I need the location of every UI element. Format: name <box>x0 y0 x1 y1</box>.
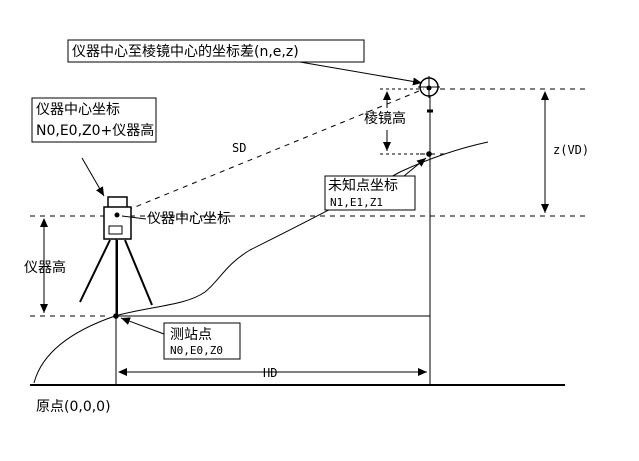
unknown-point-title: 未知点坐标 <box>328 177 398 194</box>
station-title: 测站点 <box>170 327 212 343</box>
zvd-label: z(VD) <box>553 143 589 157</box>
station-pointer <box>120 317 165 335</box>
unknown-point-marker <box>426 151 432 157</box>
instrument-coord-title: 仪器中心坐标 <box>36 102 120 118</box>
total-station-instrument <box>103 196 132 240</box>
title-box <box>67 39 365 63</box>
terrain-curve <box>33 141 489 384</box>
unknown-point-value: N1,E1,Z1 <box>330 196 383 209</box>
instrument-center-pointer <box>121 215 147 220</box>
hd-label: HD <box>263 366 277 380</box>
station-box <box>163 322 241 360</box>
title-pointer <box>299 61 423 86</box>
unknown-point-box <box>324 175 416 211</box>
instrument-coord-value: N0,E0,Z0+仪器高 <box>36 122 154 139</box>
origin-label: 原点(0,0,0) <box>36 399 111 415</box>
sd-label: SD <box>232 141 246 155</box>
prism-target <box>418 76 440 113</box>
instrument-center-label: 仪器中心坐标 <box>147 211 231 227</box>
prism-height-label: 棱镜高 <box>364 110 406 127</box>
tripod <box>79 239 153 316</box>
instrument-height-label: 仪器高 <box>24 259 66 276</box>
title-label: 仪器中心至棱镜中心的坐标差(n,e,z) <box>72 44 299 60</box>
instrument-coord-box <box>31 97 157 143</box>
station-value: N0,E0,Z0 <box>170 344 223 357</box>
station-point-marker <box>113 313 119 319</box>
instrument-coord-pointer <box>81 157 105 197</box>
unknown-point-pointer <box>403 157 427 177</box>
